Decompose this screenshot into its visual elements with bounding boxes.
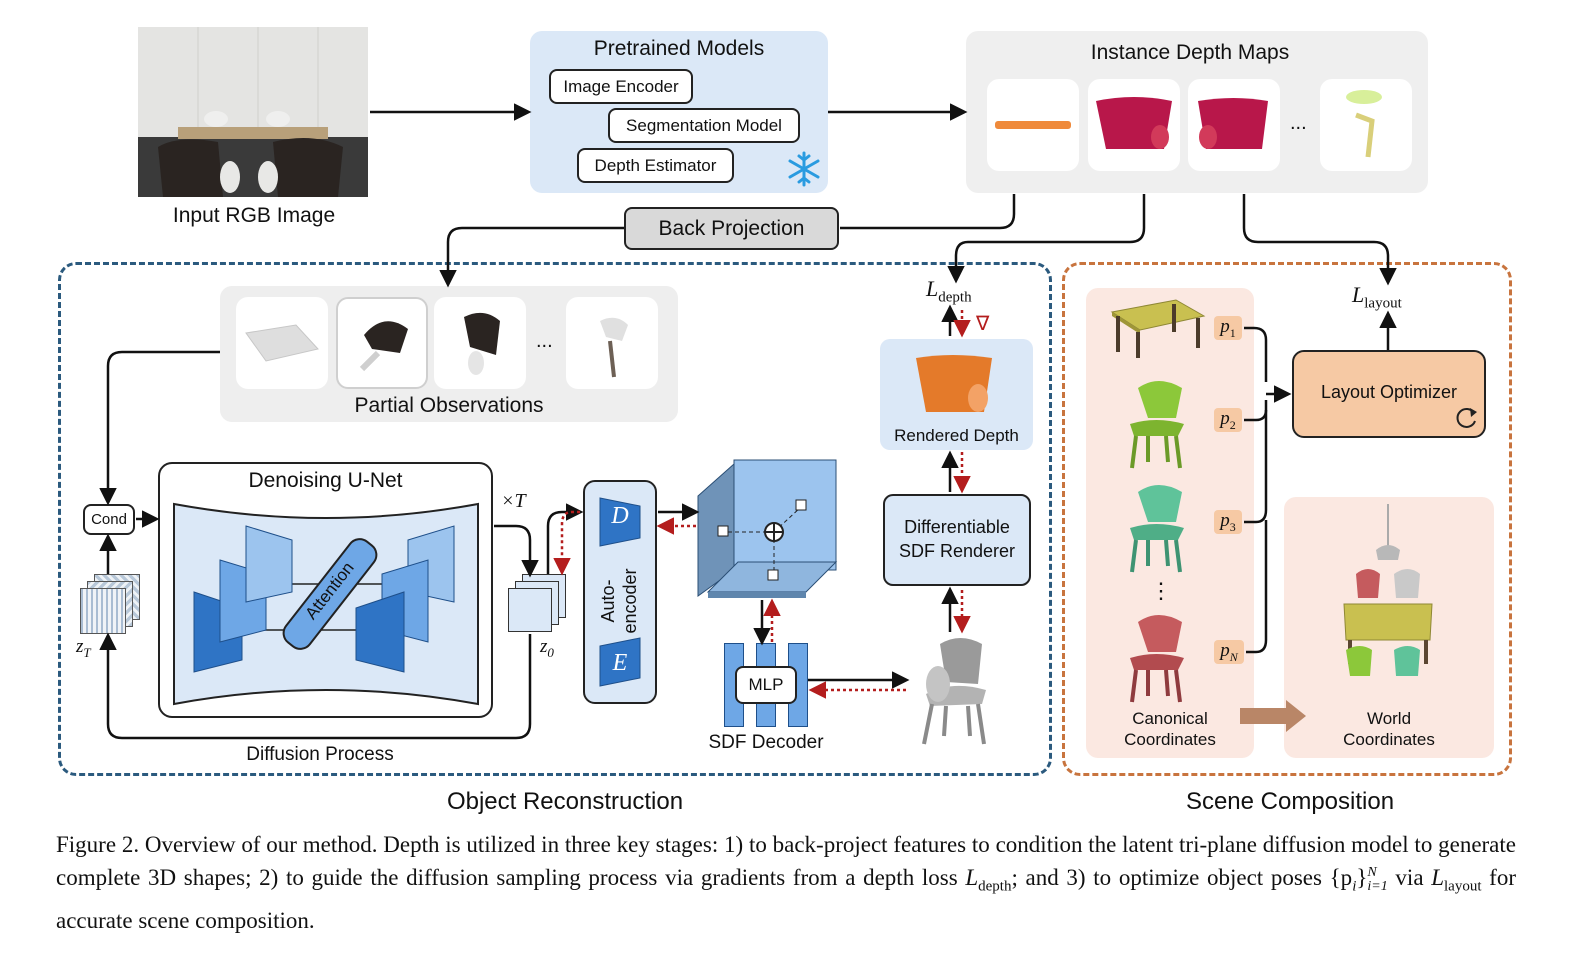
partial-thumb-lamp — [566, 297, 658, 389]
caption-pose-close: } — [1356, 865, 1368, 890]
depth-estimator-box: Depth Estimator — [577, 148, 734, 183]
generated-chair-mesh — [922, 638, 986, 745]
snowflake-icon — [788, 151, 820, 187]
depth-thumb-ellipsis: ... — [1290, 112, 1307, 134]
pose-n-p: p — [1220, 640, 1230, 661]
caption-text-1: Figure 2. Overview of our method. Depth … — [56, 832, 1516, 890]
world-label-1: World — [1366, 709, 1412, 728]
pose-3-p: p — [1220, 510, 1230, 531]
caption-text-2: ; and 3) to optimize object poses — [1011, 865, 1330, 890]
partial-observations-title: Partial Observations — [354, 394, 544, 417]
loss-depth-sub: depth — [938, 289, 972, 306]
pose-n-sub: N — [1229, 649, 1238, 664]
triplane-diagram — [697, 459, 838, 598]
pose-label-n: pN — [1214, 640, 1244, 664]
sdf-renderer-box — [883, 494, 1031, 586]
unet-title: Denoising U-Net — [248, 469, 403, 492]
canonical-label-1: Canonical — [1132, 709, 1208, 728]
partial-thumb-chair-2 — [434, 297, 526, 389]
loss-layout-symbol: L — [1352, 282, 1365, 307]
caption-text-4: for accurate scene composition. — [56, 865, 1516, 933]
clean-latent-z0 — [508, 574, 568, 634]
instance-depth-maps-title: Instance Depth Maps — [1090, 41, 1290, 64]
back-projection-box: Back Projection — [624, 207, 839, 250]
pose-1-p: p — [1220, 316, 1230, 337]
canonical-label-2: Coordinates — [1124, 730, 1216, 749]
z0-label: z0 — [540, 636, 554, 661]
caption-l-depth-sub: depth — [978, 878, 1012, 895]
world-label-2: Coordinates — [1343, 730, 1435, 749]
pose-label-3: p3 — [1214, 510, 1242, 534]
caption-l-layout-sub: layout — [1444, 878, 1482, 895]
refresh-icon — [1456, 408, 1477, 428]
encoder-symbol: E — [612, 650, 628, 676]
layout-optimizer-box — [1292, 350, 1486, 438]
cond-box: Cond — [83, 504, 135, 535]
pose-1-sub: 1 — [1229, 325, 1236, 340]
scene-composition-panel — [1062, 262, 1512, 776]
caption-text-3: via — [1387, 865, 1432, 890]
scene-composition-label: Scene Composition — [1185, 788, 1395, 815]
z0-subscript: 0 — [547, 644, 554, 660]
object-reconstruction-panel — [58, 262, 1052, 776]
mlp-box: MLP — [735, 666, 797, 704]
loss-depth-symbol: L — [926, 276, 939, 301]
depth-thumb-lamp — [1320, 79, 1412, 171]
pose-label-1: p1 — [1214, 316, 1242, 340]
dining-room-photo — [138, 27, 368, 197]
rendered-depth-label: Rendered Depth — [894, 426, 1019, 445]
caption-pose-range-bottom: i=1 — [1367, 878, 1388, 894]
caption-pose-set: {p — [1329, 865, 1353, 890]
depth-thumb-chair-1 — [1088, 79, 1180, 171]
input-rgb-label: Input RGB Image — [172, 204, 336, 227]
noise-latent-zt — [80, 574, 142, 634]
figure-caption: Figure 2. Overview of our method. Depth … — [56, 828, 1516, 937]
depth-thumb-chair-2 — [1188, 79, 1280, 171]
zt-label: zT — [76, 636, 91, 661]
partial-thumb-ellipsis: ... — [536, 330, 553, 352]
pose-2-sub: 2 — [1229, 417, 1236, 432]
segmentation-model-box: Segmentation Model — [608, 108, 800, 143]
pose-label-2: p2 — [1214, 408, 1242, 432]
canonical-chair-red — [1130, 615, 1184, 703]
unet-diagram — [173, 502, 479, 706]
rendered-depth-image — [916, 355, 992, 412]
pretrained-models-title: Pretrained Models — [593, 37, 765, 60]
depth-thumb-table — [987, 79, 1079, 171]
input-rgb-image — [138, 27, 368, 197]
canonical-vdots: ⋮ — [1150, 578, 1172, 603]
partial-thumb-chair-1 — [336, 297, 428, 389]
pose-3-sub: 3 — [1229, 519, 1236, 534]
sdf-renderer-line2: SDF Renderer — [898, 541, 1016, 561]
pose-2-p: p — [1220, 408, 1230, 429]
diffusion-process-label: Diffusion Process — [246, 744, 394, 765]
canonical-table — [1110, 299, 1206, 358]
loss-depth-label: Ldepth — [926, 276, 972, 306]
gradient-symbol: ∇ — [976, 313, 990, 335]
canonical-chair-teal — [1130, 485, 1184, 573]
z0-symbol: z — [540, 636, 548, 657]
decoder-symbol: D — [611, 503, 629, 529]
object-reconstruction-label: Object Reconstruction — [446, 788, 684, 815]
image-encoder-box: Image Encoder — [549, 69, 693, 104]
times-t-label: ×T — [501, 490, 526, 512]
zt-subscript: T — [83, 644, 91, 660]
loss-layout-label: Llayout — [1352, 282, 1402, 312]
caption-pose-range-top: N — [1367, 864, 1377, 880]
sdf-decoder-label: SDF Decoder — [708, 732, 824, 753]
caption-pose-sub: i — [1352, 878, 1357, 895]
loss-layout-sub: layout — [1364, 295, 1402, 312]
zt-symbol: z — [76, 636, 84, 657]
world-scene — [1343, 504, 1433, 676]
caption-l-layout: L — [1431, 865, 1444, 890]
autoencoder-shapes — [599, 497, 641, 687]
caption-l-depth: L — [965, 865, 979, 890]
sdf-renderer-line1: Differentiable — [904, 517, 1010, 537]
canonical-chair-green — [1130, 381, 1184, 469]
partial-thumb-table — [236, 297, 328, 389]
layout-optimizer-label: Layout Optimizer — [1320, 382, 1458, 402]
